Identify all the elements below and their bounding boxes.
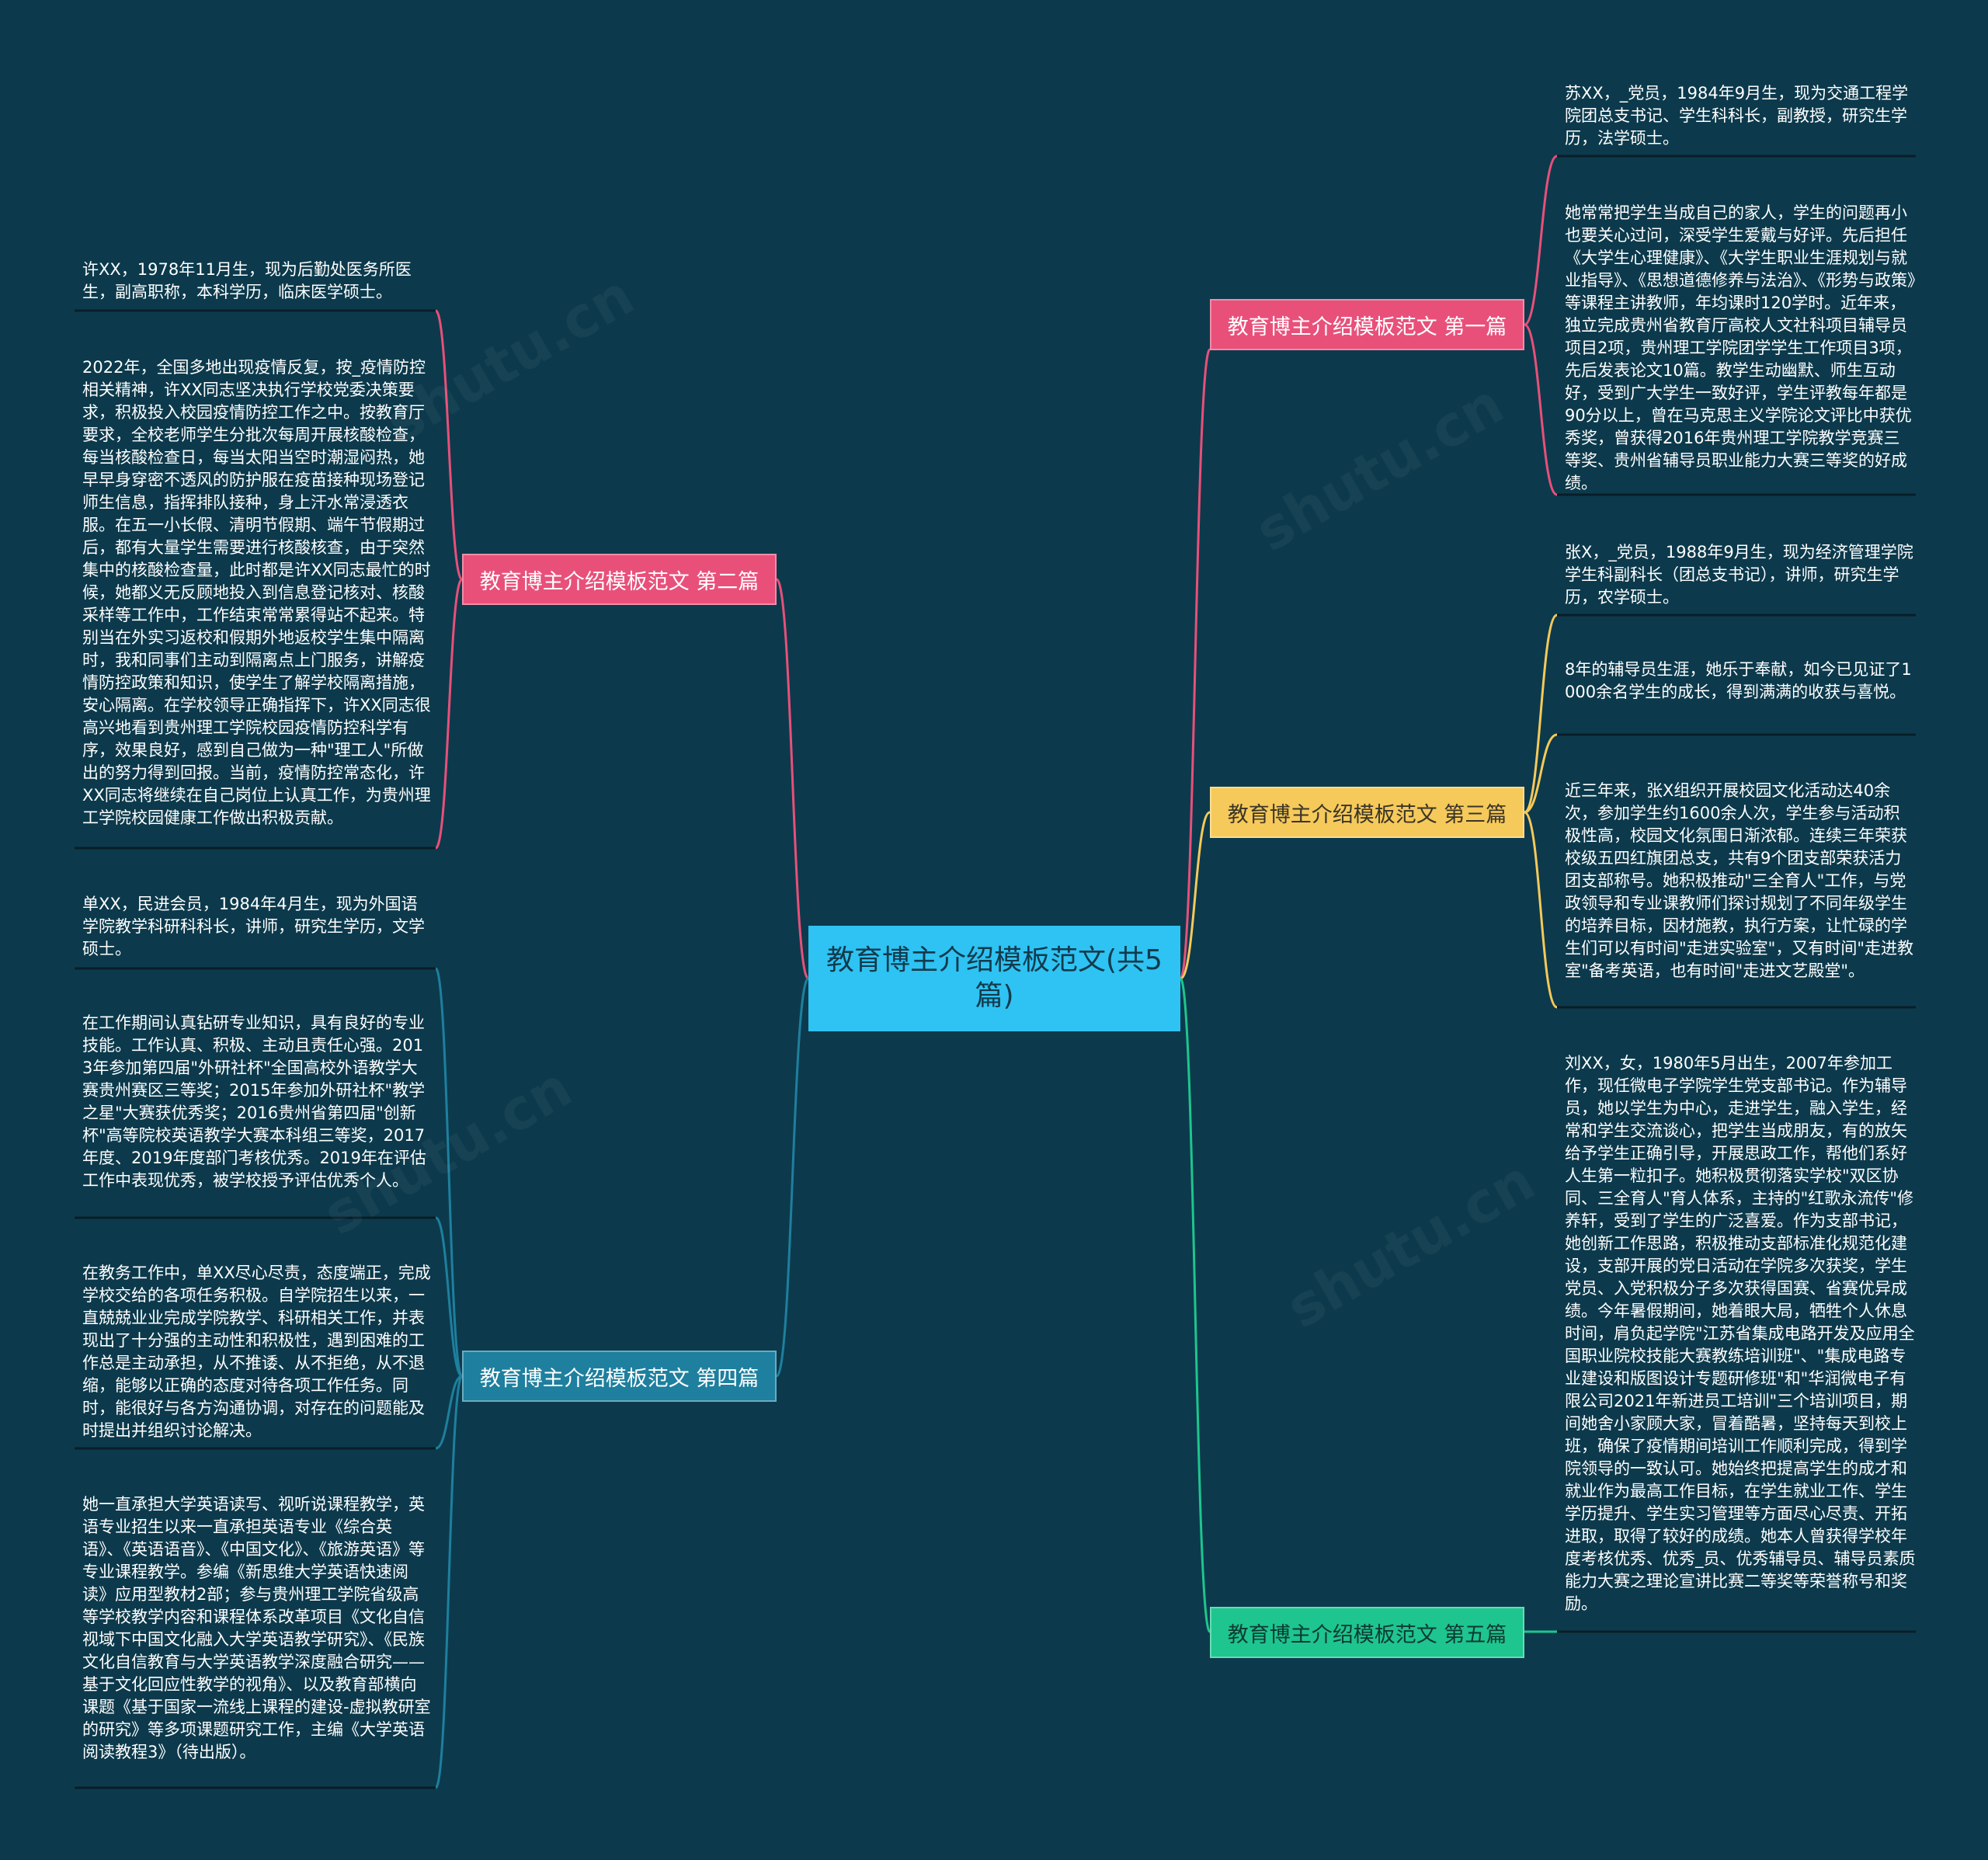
central-topic[interactable]: 教育博主介绍模板范文(共5篇) bbox=[808, 926, 1180, 1031]
connector-b4-1 bbox=[434, 967, 464, 1378]
leaf-text-b4-3[interactable]: 在教务工作中，单XX尽心尽责，态度端正，完成学校交给的各项任务积极。自学院招生以… bbox=[82, 1264, 431, 1440]
connector-b3-2 bbox=[1524, 733, 1558, 814]
connector-b4-3 bbox=[435, 1375, 463, 1450]
leaf-text-b4-2[interactable]: 在工作期间认真钻研专业知识，具有良好的专业技能。工作认真、积极、主动且责任心强。… bbox=[82, 1013, 426, 1190]
leaf-text-b2-1[interactable]: 许XX，1978年11月生，现为后勤处医务所医生，副高职称，本科学历，临床医学硕… bbox=[82, 260, 412, 301]
branch-topic-2[interactable]: 教育博主介绍模板范文 第二篇 bbox=[462, 554, 777, 605]
connector-b2-2 bbox=[434, 578, 464, 850]
connector-b4-2 bbox=[434, 1216, 464, 1378]
branch-topic-4[interactable]: 教育博主介绍模板范文 第四篇 bbox=[462, 1351, 777, 1402]
branch-topic-1-label: 教育博主介绍模板范文 第一篇 bbox=[1227, 315, 1507, 339]
connector-b1-2 bbox=[1524, 323, 1558, 496]
connector-center-b4 bbox=[775, 977, 810, 1378]
connector-center-b3 bbox=[1180, 811, 1211, 980]
branch-topic-1[interactable]: 教育博主介绍模板范文 第一篇 bbox=[1210, 299, 1524, 350]
connector-b3-3 bbox=[1524, 811, 1558, 1009]
connector-center-b1 bbox=[1179, 348, 1211, 980]
leaf-text-b4-1[interactable]: 单XX，民进会员，1984年4月生，现为外国语学院教学科研科科长，讲师，研究生学… bbox=[82, 895, 425, 958]
branch-topic-4-label: 教育博主介绍模板范文 第四篇 bbox=[479, 1366, 759, 1391]
connector-b4-4 bbox=[434, 1375, 464, 1789]
branch-topic-2-label: 教育博主介绍模板范文 第二篇 bbox=[479, 569, 759, 594]
leaf-text-b1-2[interactable]: 她常常把学生当成自己的家人，学生的问题再小也要关心过问，深受学生爱戴与好评。先后… bbox=[1565, 203, 1916, 492]
leaf-text-b3-3[interactable]: 近三年来，张X组织开展校园文化活动达40余次，参加学生约1600余人次，学生参与… bbox=[1565, 781, 1913, 980]
branch-topic-3[interactable]: 教育博主介绍模板范文 第三篇 bbox=[1210, 787, 1524, 838]
branch-topic-5[interactable]: 教育博主介绍模板范文 第五篇 bbox=[1210, 1607, 1524, 1658]
connector-b3-1 bbox=[1524, 614, 1558, 814]
leaf-text-b1-1[interactable]: 苏XX，_党员，1984年9月生，现为交通工程学院团总支书记、学生科科长，副教授… bbox=[1565, 84, 1909, 148]
leaf-text-b2-2[interactable]: 2022年，全国多地出现疫情反复，按_疫情防控相关精神，许XX同志坚决执行学校党… bbox=[82, 358, 431, 827]
branch-topic-3-label: 教育博主介绍模板范文 第三篇 bbox=[1227, 802, 1507, 827]
connector-center-b5 bbox=[1179, 977, 1211, 1633]
connector-center-b2 bbox=[775, 578, 810, 980]
connector-b2-1 bbox=[434, 309, 464, 581]
branch-topic-5-label: 教育博主介绍模板范文 第五篇 bbox=[1227, 1622, 1507, 1647]
leaf-text-b5-1[interactable]: 刘XX，女，1980年5月出生，2007年参加工作，现任微电子学院学生党支部书记… bbox=[1565, 1054, 1916, 1613]
leaf-text-b4-4[interactable]: 她一直承担大学英语读写、视听说课程教学，英语专业招生以来一直承担英语专业《综合英… bbox=[82, 1495, 431, 1761]
leaf-text-b3-1[interactable]: 张X，_党员，1988年9月生，现为经济管理学院学生科副科长（团总支书记），讲师… bbox=[1565, 543, 1913, 607]
leaf-text-b3-2[interactable]: 8年的辅导员生涯，她乐于奉献，如今已见证了1000余名学生的成长，得到满满的收获… bbox=[1565, 660, 1912, 701]
connector-b1-1 bbox=[1524, 155, 1558, 326]
central-topic-label: 教育博主介绍模板范文(共5篇) bbox=[826, 944, 1163, 1012]
